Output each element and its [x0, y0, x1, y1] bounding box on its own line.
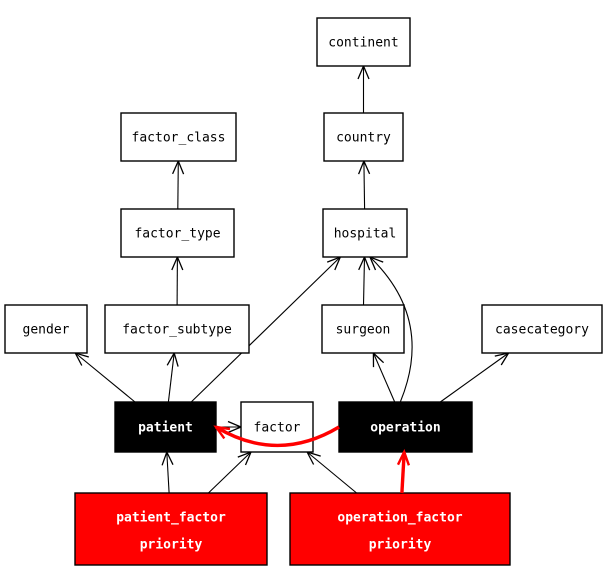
node-label-gender: gender [23, 323, 70, 338]
node-box-surgeon[interactable] [321, 304, 405, 354]
node-sublabel-operation_factor: priority [369, 537, 432, 552]
node-hospital[interactable]: hospital [322, 208, 408, 258]
arrow-icon-operation-to-patient [213, 425, 231, 440]
node-label-factor_subtype: factor_subtype [122, 323, 232, 338]
node-continent[interactable]: continent [316, 17, 411, 67]
edge-operation-to-hospital [369, 256, 413, 403]
node-label-operation: operation [370, 421, 440, 436]
node-box-country[interactable] [323, 112, 404, 162]
node-operation_factor[interactable]: operation_factor priority [289, 492, 511, 566]
edge-patient_factor-to-factor [208, 451, 252, 494]
edge-patient_factor-to-patient [166, 451, 170, 494]
node-box-continent[interactable] [316, 17, 411, 67]
edge-factor_type-to-factor_class [177, 160, 179, 210]
node-label-casecategory: casecategory [495, 323, 589, 338]
highlight-edge-layer [213, 425, 411, 494]
node-label-factor_class: factor_class [132, 131, 226, 146]
node-factor_type[interactable]: factor_type [120, 208, 235, 258]
node-box-factor_type[interactable] [120, 208, 235, 258]
edge-layer [74, 64, 510, 494]
arrow-icon-operation_factor-to-operation [396, 448, 411, 466]
node-box-operation[interactable] [338, 401, 473, 453]
edge-operation_factor-to-factor [306, 451, 357, 494]
node-factor_class[interactable]: factor_class [120, 112, 237, 162]
edge-patient-to-factor_subtype [167, 352, 175, 403]
node-box-casecategory[interactable] [481, 304, 603, 354]
node-casecategory[interactable]: casecategory [481, 304, 603, 354]
node-label-patient: patient [138, 421, 193, 436]
edge-operation_factor-to-operation [400, 451, 406, 494]
edge-patient-to-gender [74, 352, 136, 403]
node-label-hospital: hospital [334, 227, 397, 242]
node-label-factor: factor [254, 421, 301, 436]
node-label-patient_factor: patient_factor [116, 511, 226, 526]
node-country[interactable]: country [323, 112, 404, 162]
edge-surgeon-to-hospital [362, 256, 366, 306]
node-label-continent: continent [328, 36, 398, 51]
node-label-surgeon: surgeon [336, 323, 391, 338]
node-label-operation_factor: operation_factor [337, 511, 462, 526]
node-operation[interactable]: operation [338, 401, 473, 453]
node-factor[interactable]: factor [240, 401, 314, 453]
node-patient[interactable]: patient [114, 401, 217, 453]
node-box-operation_factor[interactable] [289, 492, 511, 566]
edge-hospital-to-country [363, 160, 366, 210]
edge-operation-to-surgeon [372, 352, 396, 403]
node-box-hospital[interactable] [322, 208, 408, 258]
node-gender[interactable]: gender [4, 304, 88, 354]
edge-patient-to-hospital [190, 256, 341, 403]
node-box-gender[interactable] [4, 304, 88, 354]
node-layer: continent factor_class country factor_type h… [4, 17, 603, 566]
edge-operation-to-patient [215, 425, 340, 448]
node-sublabel-patient_factor: priority [140, 537, 203, 552]
node-box-factor_subtype[interactable] [104, 304, 250, 354]
node-label-factor_type: factor_type [134, 227, 220, 242]
node-box-patient_factor[interactable] [74, 492, 268, 566]
node-surgeon[interactable]: surgeon [321, 304, 405, 354]
node-factor_subtype[interactable]: factor_subtype [104, 304, 250, 354]
node-label-country: country [336, 131, 391, 146]
node-patient_factor[interactable]: patient_factor priority [74, 492, 268, 566]
edge-operation-to-casecategory [439, 352, 509, 403]
node-box-factor_class[interactable] [120, 112, 237, 162]
